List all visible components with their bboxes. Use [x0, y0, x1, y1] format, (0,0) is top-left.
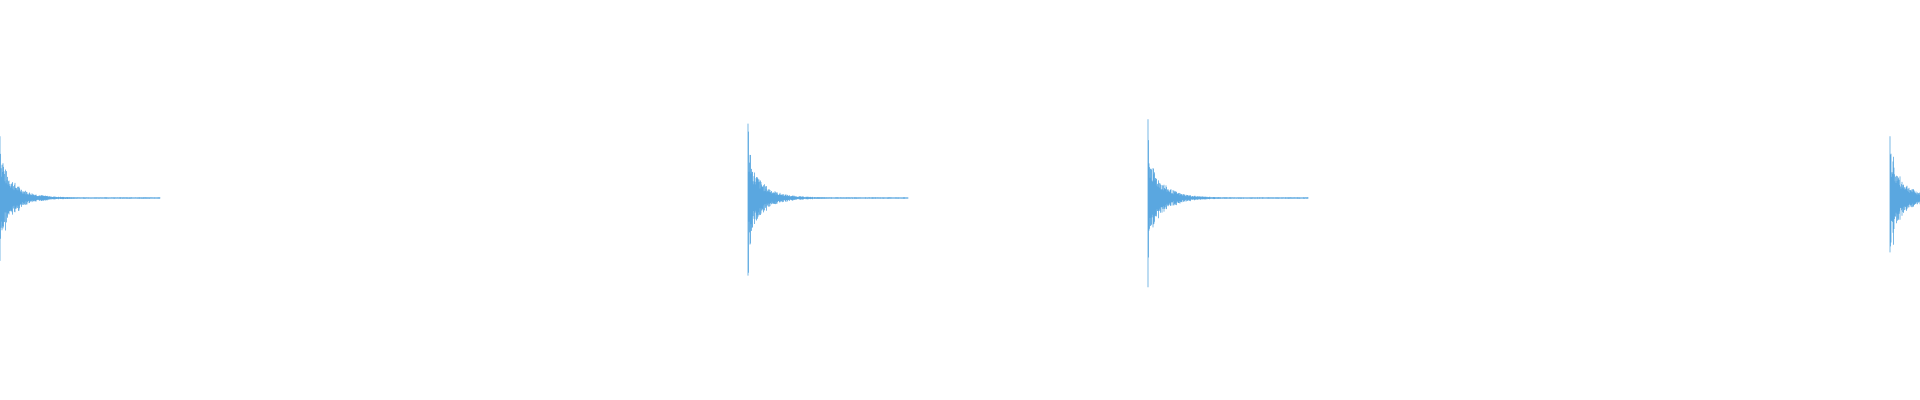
transients-group: [0, 119, 1920, 288]
transient-3: [1147, 119, 1309, 288]
transient-4: [1889, 136, 1920, 253]
transient-2: [747, 123, 909, 276]
transient-waveform-path: [1889, 136, 1920, 253]
transient-waveform-path: [1147, 119, 1309, 288]
transient-waveform-path: [747, 123, 909, 276]
transient-1: [0, 136, 161, 261]
